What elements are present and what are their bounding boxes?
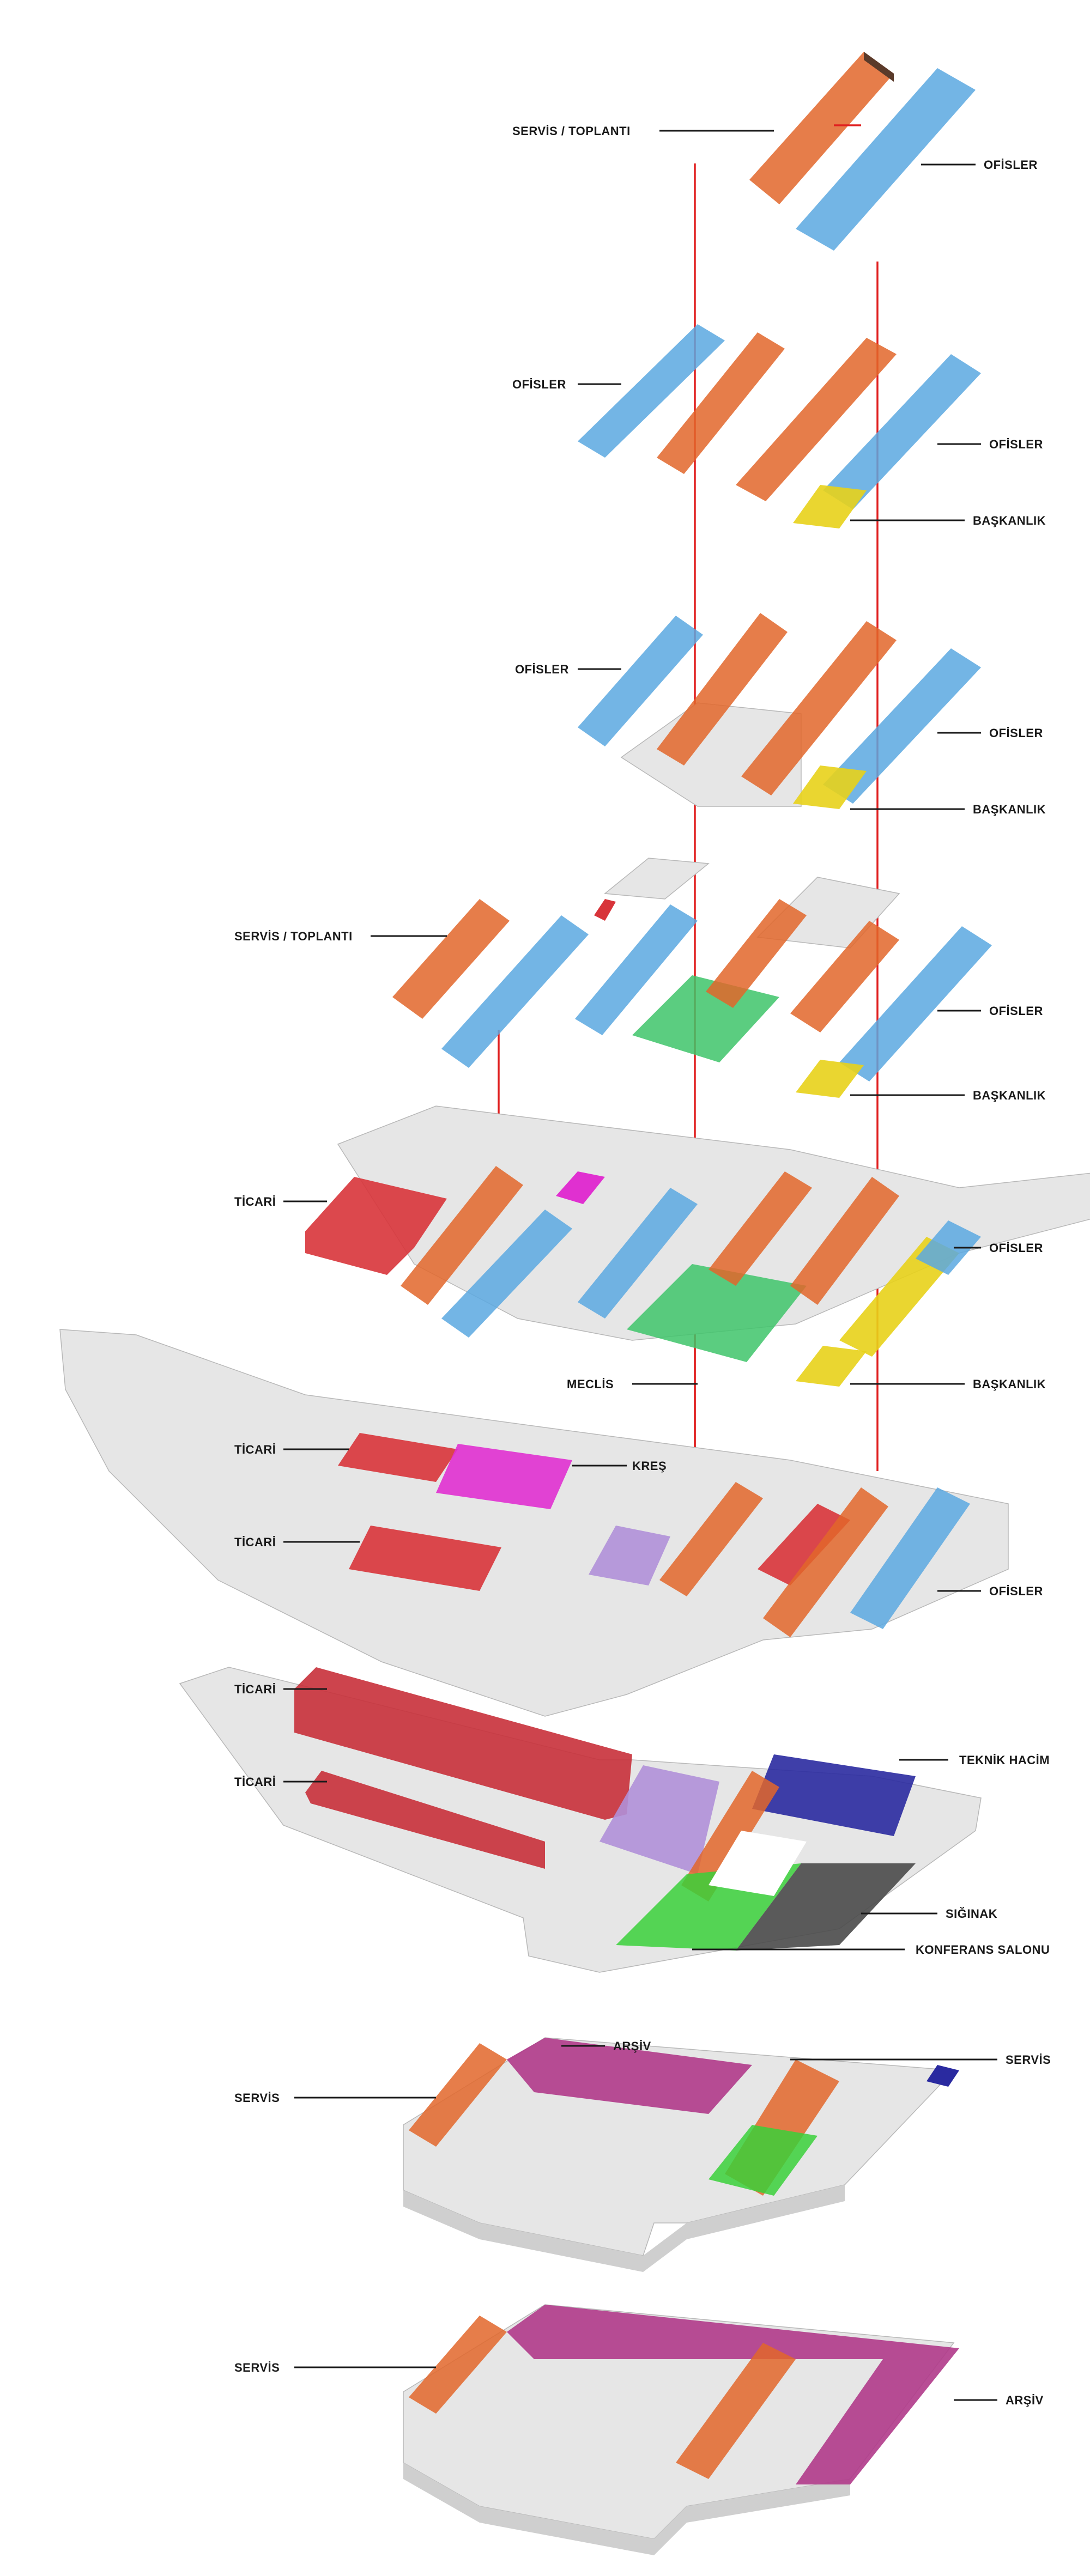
label-f8-bask: BAŞKANLIK xyxy=(973,803,1046,816)
floor-3: ARŞİV SERVİS SERVİS xyxy=(234,2037,1051,2272)
label-f5-ticari-1: TİCARİ xyxy=(234,1443,276,1456)
ticari xyxy=(305,1177,447,1275)
label-f5-kres: KREŞ xyxy=(632,1459,667,1473)
baskanlik xyxy=(793,765,867,809)
label-f4-konferans: KONFERANS SALONU xyxy=(916,1943,1050,1957)
label-f2-servis: SERVİS xyxy=(234,2361,280,2374)
label-f8-ofis-r: OFİSLER xyxy=(989,726,1043,740)
label-f7-bask: BAŞKANLIK xyxy=(973,1089,1046,1102)
kres xyxy=(436,1444,572,1509)
red-accent xyxy=(594,899,616,921)
meclis xyxy=(632,975,779,1062)
label-f7-servis: SERVİS / TOPLANTI xyxy=(234,929,353,943)
servis-left xyxy=(657,332,785,474)
ticari-2 xyxy=(305,1771,545,1869)
slab-edge xyxy=(403,2185,845,2272)
servis-mid xyxy=(736,338,897,501)
servis-b xyxy=(763,1487,888,1637)
ofis-right xyxy=(839,926,992,1082)
label-f3-arsiv: ARŞİV xyxy=(613,2039,651,2053)
ticari-1 xyxy=(294,1667,632,1820)
ofis-right xyxy=(850,1487,970,1629)
floor-7: SERVİS / TOPLANTI OFİSLER BAŞKANLIK xyxy=(234,858,1046,1102)
konferans-void xyxy=(708,1831,807,1896)
label-f9-bask: BAŞKANLIK xyxy=(973,514,1046,527)
meclis xyxy=(627,1264,807,1362)
label-f10-ofis: OFİSLER xyxy=(984,158,1038,172)
arsiv xyxy=(507,2038,752,2114)
ofis-left xyxy=(578,616,703,746)
servis-right xyxy=(790,1177,899,1305)
label-f3-servis-r: SERVİS xyxy=(1006,2053,1051,2067)
label-f3-servis-l: SERVİS xyxy=(234,2091,280,2105)
label-f6-ofis: OFİSLER xyxy=(989,1241,1043,1255)
baskanlik xyxy=(793,485,867,528)
servis-a xyxy=(659,1482,763,1596)
baskanlik-band xyxy=(839,1237,959,1357)
ofis-block xyxy=(796,68,976,251)
lavender xyxy=(589,1526,670,1585)
ofis-right xyxy=(916,1220,981,1275)
servis-left xyxy=(657,613,788,765)
yesil xyxy=(708,2125,818,2196)
servis-left xyxy=(401,1166,523,1305)
label-f4-ticari-1: TİCARİ xyxy=(234,1682,276,1696)
ofis-mid xyxy=(575,904,698,1035)
lavender xyxy=(600,1765,719,1874)
servis-left xyxy=(392,899,510,1019)
slab xyxy=(337,1105,1090,1341)
servis-mid xyxy=(706,899,807,1008)
servis-left xyxy=(409,2043,507,2147)
label-f9-ofis-r: OFİSLER xyxy=(989,438,1043,451)
ofis-mid xyxy=(578,1188,698,1319)
ticari-2 xyxy=(349,1526,501,1591)
servis xyxy=(681,1771,779,1901)
floor-2: SERVİS ARŞİV xyxy=(234,2304,1044,2555)
label-f9-ofis-l: OFİSLER xyxy=(512,378,566,391)
label-f8-ofis-l: OFİSLER xyxy=(515,663,569,676)
ticari-3 xyxy=(758,1504,850,1585)
label-f7-ofis: OFİSLER xyxy=(989,1004,1043,1018)
ofis-right xyxy=(823,354,981,509)
label-f6-meclis: MECLİS xyxy=(567,1377,614,1391)
servis xyxy=(409,2316,507,2414)
label-f4-siginak: SIĞINAK xyxy=(946,1907,997,1921)
servis-wall xyxy=(864,52,894,82)
servis-mid xyxy=(708,1171,812,1286)
label-f10-servis: SERVİS / TOPLANTI xyxy=(512,124,631,138)
floor-4: TİCARİ TİCARİ TEKNİK HACİM SIĞINAK KONFE… xyxy=(179,1667,1050,1973)
label-f5-ticari-2: TİCARİ xyxy=(234,1535,276,1549)
label-f6-ticari: TİCARİ xyxy=(234,1195,276,1208)
floor-5: TİCARİ KREŞ TİCARİ OFİSLER xyxy=(59,1329,1043,1717)
siginak xyxy=(736,1863,916,1951)
baskanlik xyxy=(796,1346,867,1387)
ofis-left xyxy=(441,915,589,1068)
ofis-right xyxy=(823,648,981,804)
servis-mid xyxy=(741,621,897,795)
label-f4-teknik: TEKNİK HACİM xyxy=(959,1753,1050,1767)
floor-8: OFİSLER OFİSLER BAŞKANLIK xyxy=(515,613,1046,816)
slab-edge xyxy=(403,2463,850,2555)
ticari-1 xyxy=(338,1433,458,1482)
ofis-left xyxy=(578,324,725,458)
slab xyxy=(604,858,710,900)
label-f6-bask: BAŞKANLIK xyxy=(973,1377,1046,1391)
teknik xyxy=(752,1754,916,1836)
ofis-left xyxy=(441,1210,572,1338)
label-f4-ticari-2: TİCARİ xyxy=(234,1775,276,1789)
baskanlik xyxy=(796,1060,864,1098)
servis-block xyxy=(749,52,894,204)
label-f2-arsiv: ARŞİV xyxy=(1006,2393,1044,2407)
servis-mid xyxy=(676,2343,796,2479)
servis-right xyxy=(790,921,899,1032)
teknik xyxy=(927,2065,959,2087)
label-f5-ofis: OFİSLER xyxy=(989,1584,1043,1598)
floor-6: TİCARİ OFİSLER MECLİS BAŞKANLIK xyxy=(234,1105,1090,1391)
floor-10: SERVİS / TOPLANTI OFİSLER xyxy=(512,52,1038,251)
arsiv-band xyxy=(507,2305,959,2484)
kres-accent xyxy=(556,1171,605,1204)
floor-9: OFİSLER OFİSLER BAŞKANLIK xyxy=(512,324,1046,528)
